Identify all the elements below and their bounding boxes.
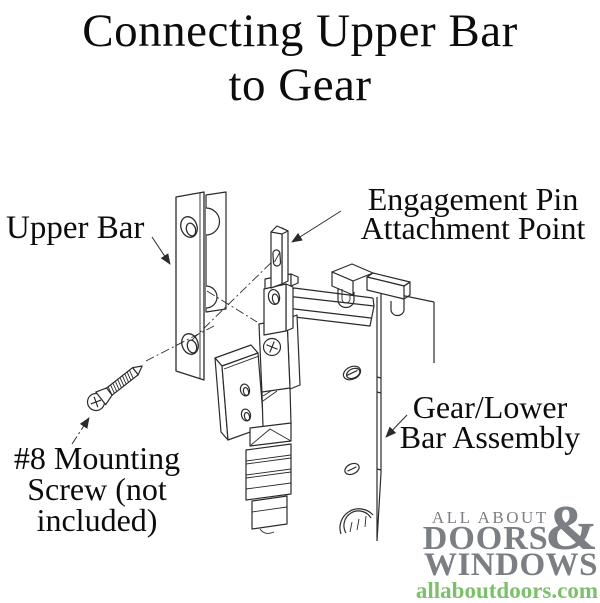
phillips-screw-icon xyxy=(266,341,278,353)
logo-all-about: ALL ABOUT xyxy=(431,508,549,527)
alignment-centerlines xyxy=(145,250,284,362)
mounting-screw-leader-line xyxy=(71,417,90,445)
gear-assembly-leader-line xyxy=(385,414,408,438)
lower-stack-drawing xyxy=(245,387,292,534)
gear-lower-bar-label: Gear/Lower Bar Assembly xyxy=(399,389,581,455)
logo-doors: DOORS xyxy=(422,520,549,557)
mounting-screw-label: #8 Mounting Screw (not included) xyxy=(13,440,181,538)
slotted-screw-icon xyxy=(344,462,360,476)
engagement-pin-label: Engagement Pin Attachment Point xyxy=(360,181,586,246)
title-line-2: to Gear xyxy=(228,59,372,111)
bracket-drawing xyxy=(331,263,411,317)
screw-axis-centerline xyxy=(145,325,215,362)
logo-ampersand: & xyxy=(544,492,598,563)
rail-drawing xyxy=(285,287,375,327)
upper-bar-drawing xyxy=(175,191,205,381)
engagement-pin-leader-line xyxy=(291,210,342,243)
company-logo: ALL ABOUT DOORS & WINDOWS allaboutdoors.… xyxy=(415,492,598,603)
slotted-screw-icon xyxy=(342,365,362,381)
mounting-block-drawing xyxy=(214,344,265,441)
page-title: Connecting Upper Bar to Gear xyxy=(0,4,600,112)
upper-bar-leader-line xyxy=(151,236,171,265)
upper-bar-label: Upper Bar xyxy=(6,210,145,246)
engagement-pin-drawing xyxy=(270,225,289,289)
logo-website-url: allaboutdoors.com xyxy=(415,578,598,603)
bar-to-gear-centerline xyxy=(206,290,258,323)
back-plate-drawing xyxy=(205,191,227,313)
gear-panel-drawing xyxy=(339,290,435,542)
screw-drawing xyxy=(86,365,143,412)
pin-to-hole-centerline xyxy=(190,250,284,342)
title-line-1: Connecting Upper Bar xyxy=(82,5,518,57)
logo-windows: WINDOWS xyxy=(423,547,598,583)
